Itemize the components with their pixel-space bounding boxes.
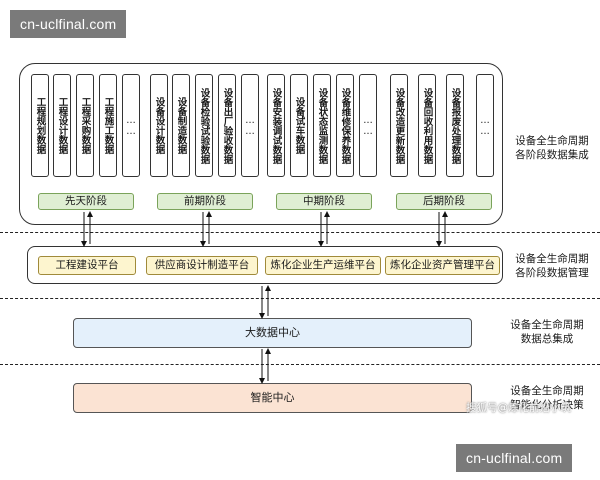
data-column-more: …… [122,74,140,177]
data-column: 设备试车数据 [290,74,308,177]
arrow-platform-bigdata [259,285,271,319]
watermark-top: cn-uclfinal.com [10,10,127,38]
data-column: 设备设计数据 [150,74,168,177]
phase-box: 先天阶段 [38,193,134,210]
arrow-phase-platform [200,211,212,247]
big-data-center-box: 大数据中心 [73,318,472,348]
source-watermark: 搜狐号@炼化前沿小筑 [466,402,571,414]
data-column: 设备检验试验数据 [195,74,213,177]
data-column: 设备回收利用数据 [418,74,436,177]
data-column: 设备改造更新数据 [390,74,408,177]
data-column-more: …… [359,74,377,177]
platform-box: 炼化企业生产运维平台 [265,256,381,275]
data-column: 设备出厂验收数据 [218,74,236,177]
right-label-collection: 设备全生命周期各阶段数据集成 [515,135,589,161]
data-column: 设备制造数据 [172,74,190,177]
phase-box: 前期阶段 [157,193,253,210]
phase-box: 中期阶段 [276,193,372,210]
data-column-more: …… [476,74,494,177]
smart-center-box: 智能中心 [73,383,472,413]
right-label-integration: 设备全生命周期数据总集成 [510,319,584,345]
platform-box: 炼化企业资产管理平台 [385,256,500,275]
right-label-management: 设备全生命周期各阶段数据管理 [515,253,589,279]
arrow-phase-platform [436,211,448,247]
dashed-divider [0,364,600,365]
arrow-bigdata-smart [259,348,271,384]
data-column: 设备维修保养数据 [336,74,354,177]
data-column: 设备报废处理数据 [446,74,464,177]
platform-box: 工程建设平台 [38,256,136,275]
arrow-phase-platform [81,211,93,247]
phase-box: 后期阶段 [396,193,492,210]
right-label-analysis: 设备全生命周期智能化分析决策 [510,385,584,411]
dashed-divider [0,232,600,233]
arrow-phase-platform [318,211,330,247]
platform-box: 供应商设计制造平台 [146,256,258,275]
data-column: 工程采购数据 [76,74,94,177]
watermark-bottom: cn-uclfinal.com [456,444,573,472]
data-column: 工程设计数据 [53,74,71,177]
data-column: 设备状态监测数据 [313,74,331,177]
data-column-more: …… [241,74,259,177]
data-column: 工程施工数据 [99,74,117,177]
dashed-divider [0,298,600,299]
data-column: 工程规划数据 [31,74,49,177]
data-column: 设备安装调试数据 [267,74,285,177]
